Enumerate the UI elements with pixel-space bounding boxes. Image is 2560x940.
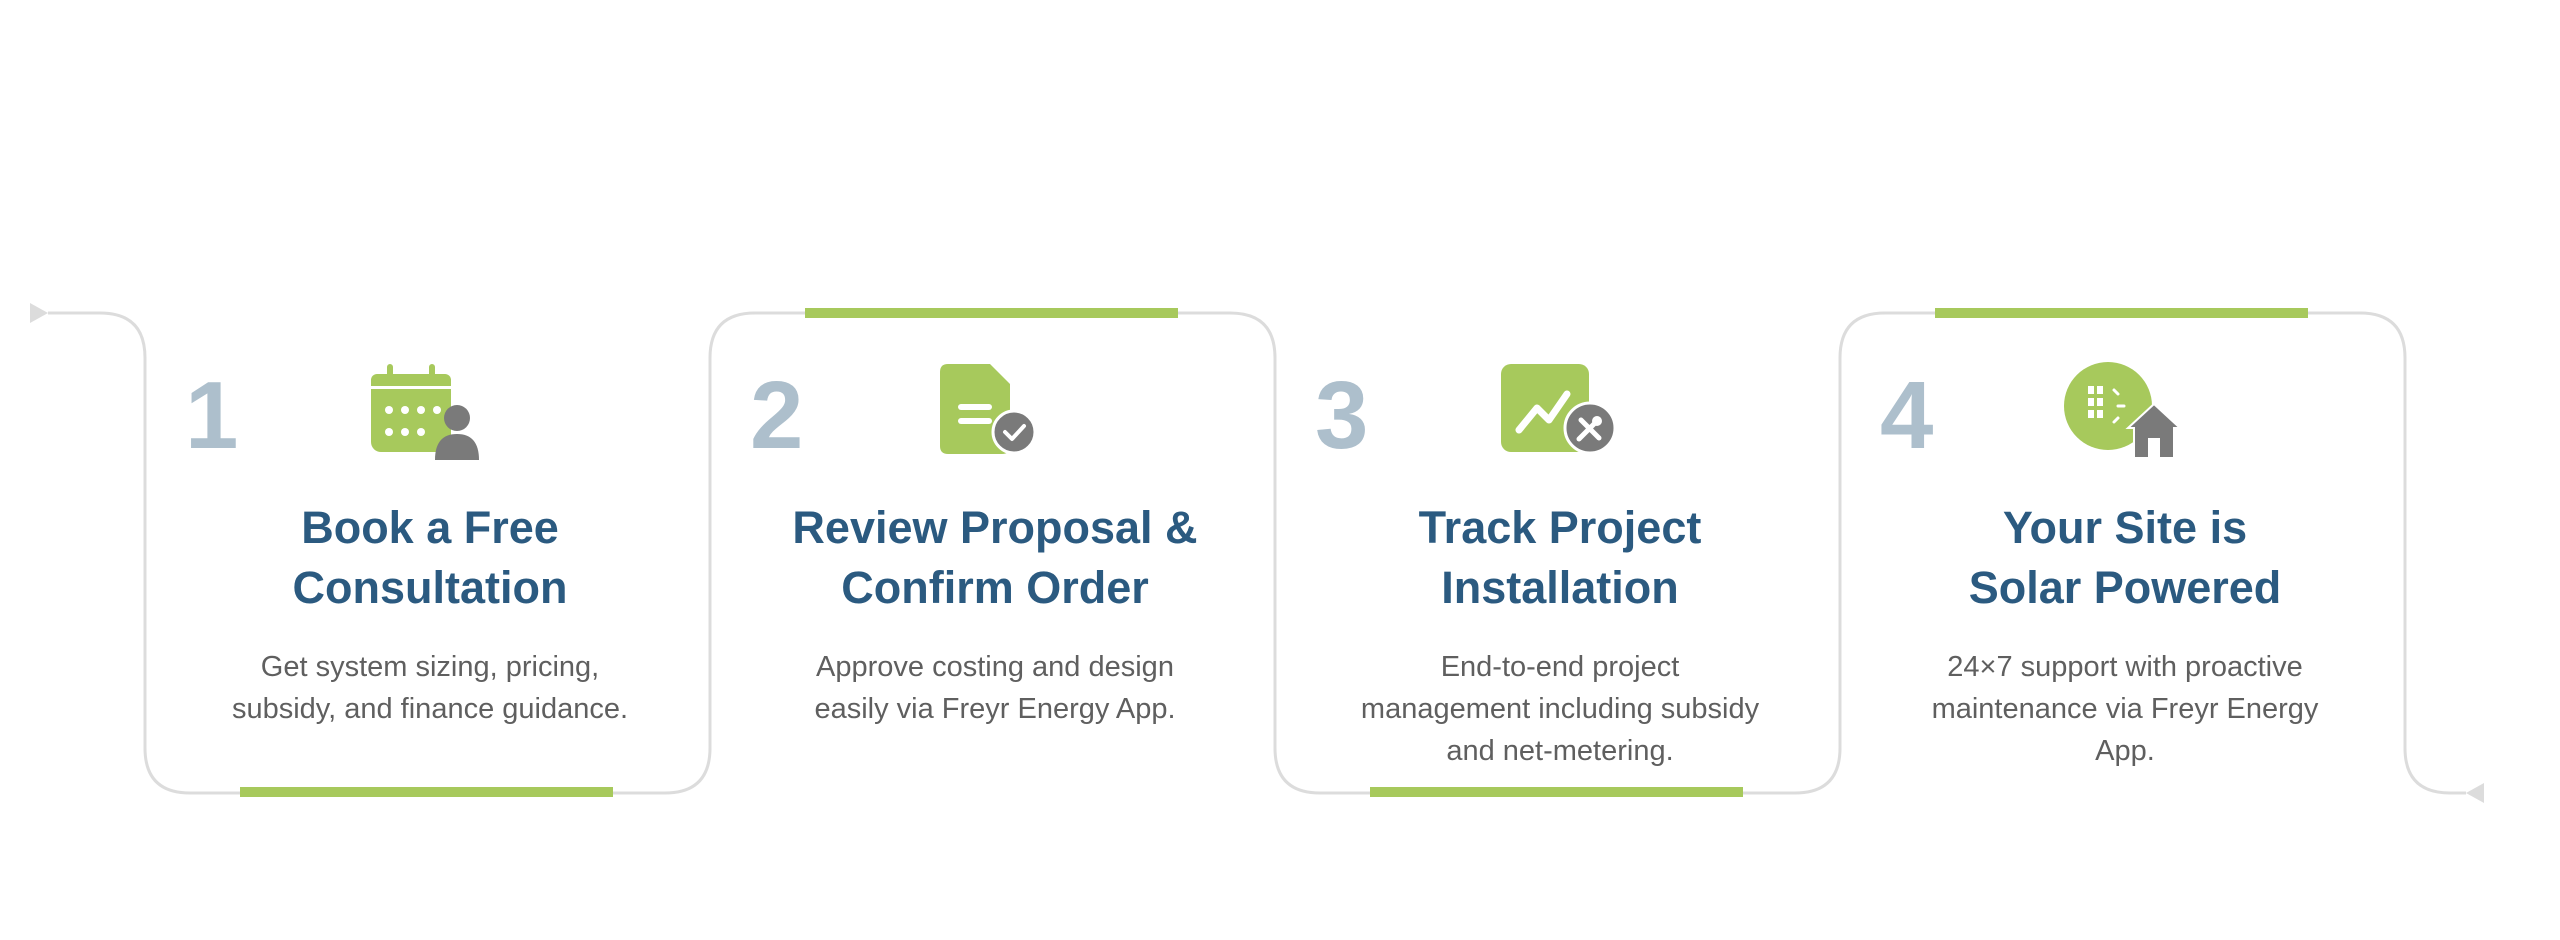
step-number: 2 [750, 362, 804, 469]
step-title: Track Project Installation [1418, 502, 1702, 613]
step-card-3: 3 Track Project Installation End-to-end … [1275, 308, 1845, 796]
calendar-person-icon [371, 364, 479, 460]
step-number: 1 [185, 362, 239, 469]
start-arrow-icon [30, 303, 48, 323]
step-number: 3 [1315, 362, 1369, 469]
chart-tools-icon [1501, 364, 1617, 455]
solar-home-icon [2064, 362, 2182, 459]
step-title: Review Proposal & Confirm Order [792, 502, 1198, 613]
step-card-1: 1 Book a Free Consultation Get system si… [145, 308, 715, 796]
step-title: Your Site is Solar Powered [1968, 502, 2282, 613]
step-card-2: 2 Review Proposal & Confirm Order Approv… [710, 308, 1280, 796]
step-description: End-to-end project management including … [1360, 651, 1760, 767]
step-title: Book a Free Consultation [292, 502, 568, 613]
accent-bar-step-3 [1370, 787, 1743, 797]
step-description: Get system sizing, pricing, subsidy, and… [231, 651, 629, 725]
step-description: 24×7 support with proactive maintenance … [1931, 651, 2319, 767]
step-card-4: 4 Your Site is Solar Powered 24×7 suppor… [1840, 308, 2410, 796]
step-description: Approve costing and design easily via Fr… [814, 651, 1176, 725]
accent-bar-step-1 [240, 787, 613, 797]
accent-bar-step-4 [1935, 308, 2308, 318]
document-check-icon [940, 364, 1037, 455]
connector-path [48, 311, 2466, 795]
accent-bar-step-2 [805, 308, 1178, 318]
step-number: 4 [1880, 362, 1934, 469]
end-arrow-icon [2466, 783, 2484, 803]
